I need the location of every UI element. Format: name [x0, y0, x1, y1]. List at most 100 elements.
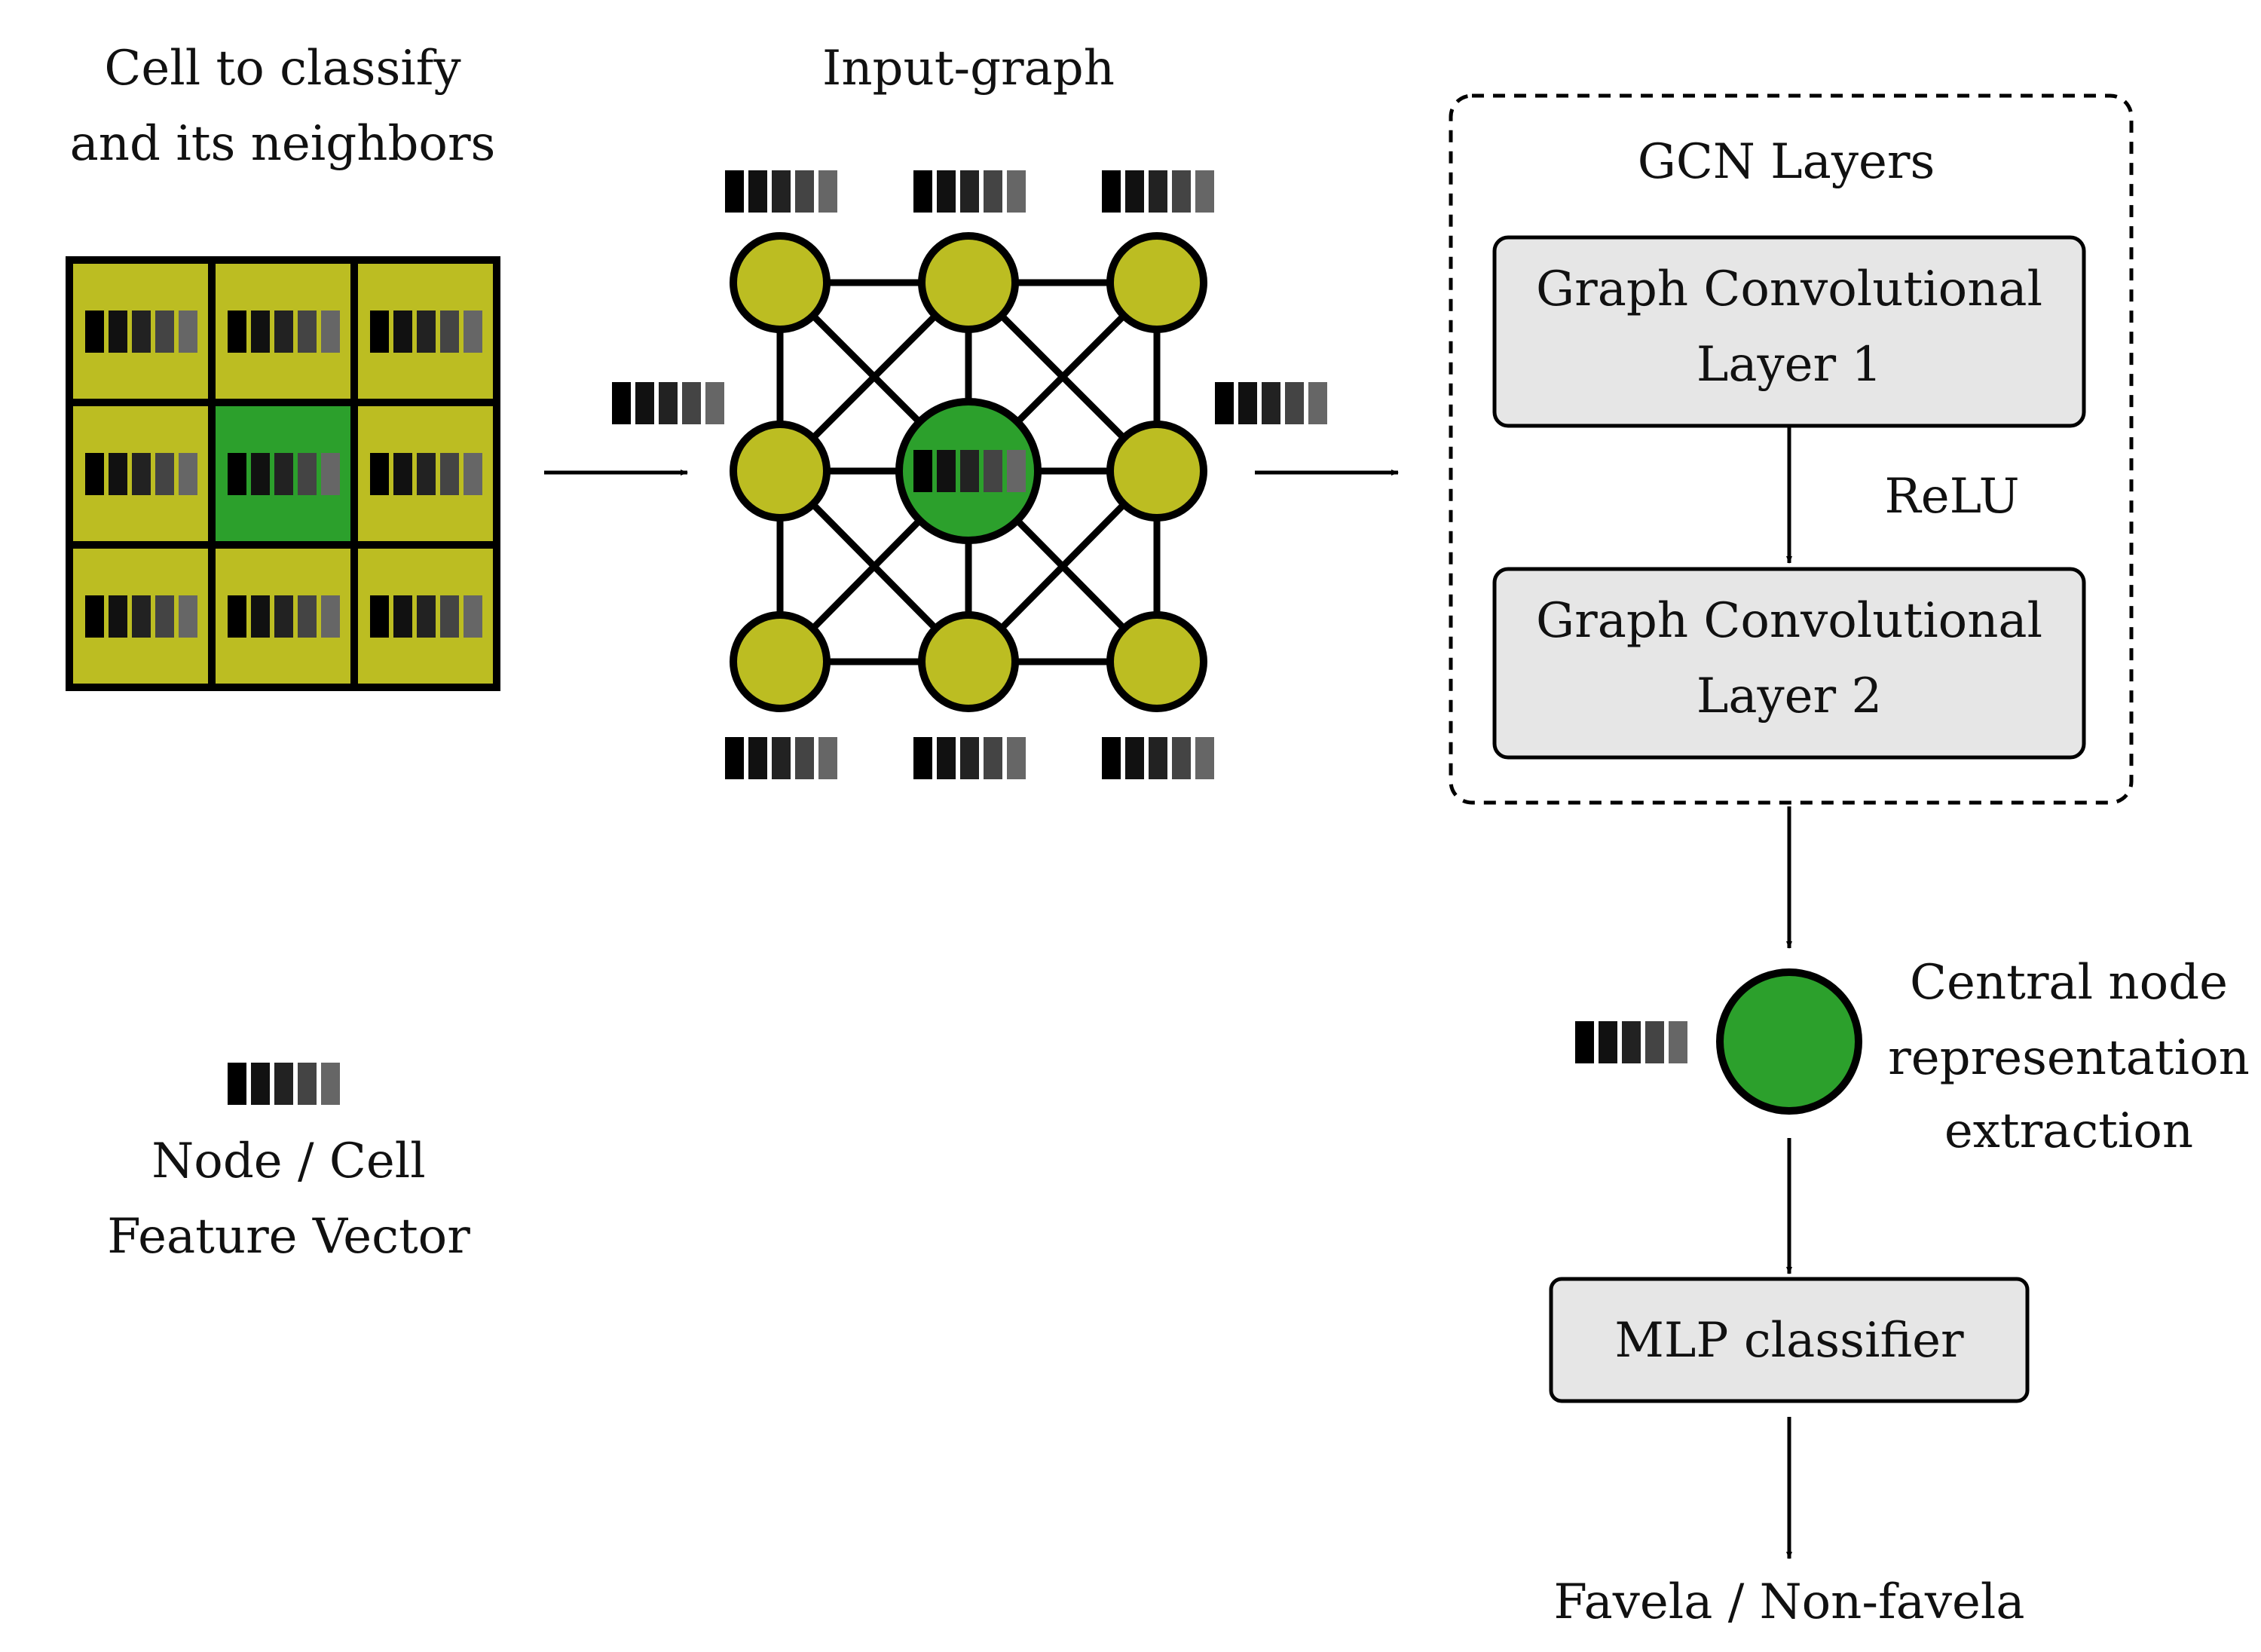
gcn-layer-1-label-line2: Layer 1: [1697, 337, 1882, 393]
feature-vector-icon: [370, 453, 482, 495]
feature-bar: [370, 595, 389, 638]
feature-bar: [1238, 382, 1257, 424]
gcn-layer-2-label-line2: Layer 2: [1697, 668, 1882, 724]
feature-vector-icon: [85, 595, 197, 638]
feature-bar: [1195, 737, 1214, 779]
feature-bar: [440, 453, 459, 495]
feature-bar: [298, 595, 317, 638]
feature-bar: [464, 453, 482, 495]
feature-bar: [132, 595, 151, 638]
feature-vector-icon: [228, 311, 340, 353]
feature-bar: [464, 311, 482, 353]
feature-bar: [937, 450, 956, 492]
feature-bar: [155, 453, 174, 495]
mlp-classifier-label: MLP classifier: [1614, 1313, 1964, 1369]
cell-title-line2: and its neighbors: [70, 116, 496, 172]
gcn-layer-1-box: [1492, 235, 2086, 428]
feature-bar: [109, 311, 127, 353]
feature-bar: [298, 1063, 317, 1105]
input-graph-title: Input-graph: [822, 41, 1115, 96]
feature-vector-icon: [1575, 1021, 1687, 1063]
feature-vector-icon: [725, 737, 837, 779]
feature-bar: [393, 311, 412, 353]
feature-bar: [228, 1063, 246, 1105]
feature-bar: [772, 737, 791, 779]
feature-bar: [464, 595, 482, 638]
gcn-layer-2-label-line1: Graph Convolutional: [1536, 593, 2042, 649]
feature-bar: [298, 311, 317, 353]
feature-vectors: [85, 170, 1687, 1105]
feature-bar: [795, 737, 814, 779]
feature-vector-icon: [1102, 170, 1214, 213]
feature-bar: [228, 595, 246, 638]
feature-bar: [818, 737, 837, 779]
gcn-layer-2-box: [1492, 567, 2086, 760]
feature-vector-icon: [1215, 382, 1327, 424]
graph-node-neighbor: [1106, 232, 1207, 333]
feature-bar: [1172, 170, 1191, 213]
feature-bar: [937, 170, 956, 213]
feature-vector-icon: [370, 311, 482, 353]
gcn-layer-1-label-line1: Graph Convolutional: [1536, 262, 2042, 317]
graph-node-neighbor: [918, 611, 1019, 712]
legend-label-line2: Feature Vector: [107, 1209, 470, 1265]
feature-bar: [635, 382, 654, 424]
feature-bar: [1195, 170, 1214, 213]
feature-vector-icon: [725, 170, 837, 213]
feature-vector-icon: [913, 170, 1026, 213]
feature-bar: [1575, 1021, 1594, 1063]
feature-bar: [1669, 1021, 1687, 1063]
feature-bar: [1215, 382, 1234, 424]
feature-bar: [179, 453, 197, 495]
graph-node-neighbor: [1106, 421, 1207, 522]
feature-bar: [228, 453, 246, 495]
feature-bar: [937, 737, 956, 779]
feature-bar: [417, 453, 436, 495]
feature-bar: [179, 595, 197, 638]
feature-bar: [659, 382, 678, 424]
feature-bar: [370, 453, 389, 495]
gcn-layers-title: GCN Layers: [1638, 134, 1935, 190]
feature-bar: [85, 595, 104, 638]
graph-node-neighbor: [730, 232, 831, 333]
feature-bar: [370, 311, 389, 353]
feature-bar: [1102, 170, 1121, 213]
feature-vector-icon: [913, 450, 1026, 492]
feature-bar: [725, 737, 744, 779]
feature-bar: [1007, 737, 1026, 779]
feature-bar: [393, 453, 412, 495]
feature-bar: [85, 311, 104, 353]
feature-bar: [155, 595, 174, 638]
feature-bar: [251, 1063, 270, 1105]
feature-bar: [612, 382, 631, 424]
feature-vector-icon: [228, 1063, 340, 1105]
feature-bar: [179, 311, 197, 353]
feature-bar: [960, 170, 979, 213]
feature-bar: [417, 311, 436, 353]
feature-bar: [772, 170, 791, 213]
feature-bar: [321, 453, 340, 495]
feature-bar: [960, 737, 979, 779]
feature-bar: [109, 595, 127, 638]
feature-bar: [274, 595, 293, 638]
feature-bar: [85, 453, 104, 495]
feature-bar: [321, 595, 340, 638]
feature-bar: [1172, 737, 1191, 779]
central-label-line3: extraction: [1944, 1103, 2193, 1159]
feature-bar: [1149, 170, 1167, 213]
feature-bar: [1599, 1021, 1617, 1063]
feature-bar: [155, 311, 174, 353]
feature-bar: [251, 311, 270, 353]
feature-bar: [1102, 737, 1121, 779]
feature-vector-icon: [1102, 737, 1214, 779]
feature-vector-icon: [85, 311, 197, 353]
feature-bar: [984, 170, 1002, 213]
feature-bar: [274, 311, 293, 353]
feature-vector-icon: [370, 595, 482, 638]
feature-bar: [818, 170, 837, 213]
feature-bar: [1125, 170, 1144, 213]
feature-vector-icon: [85, 453, 197, 495]
feature-vector-icon: [913, 737, 1026, 779]
graph-node-neighbor: [730, 611, 831, 712]
feature-bar: [298, 453, 317, 495]
